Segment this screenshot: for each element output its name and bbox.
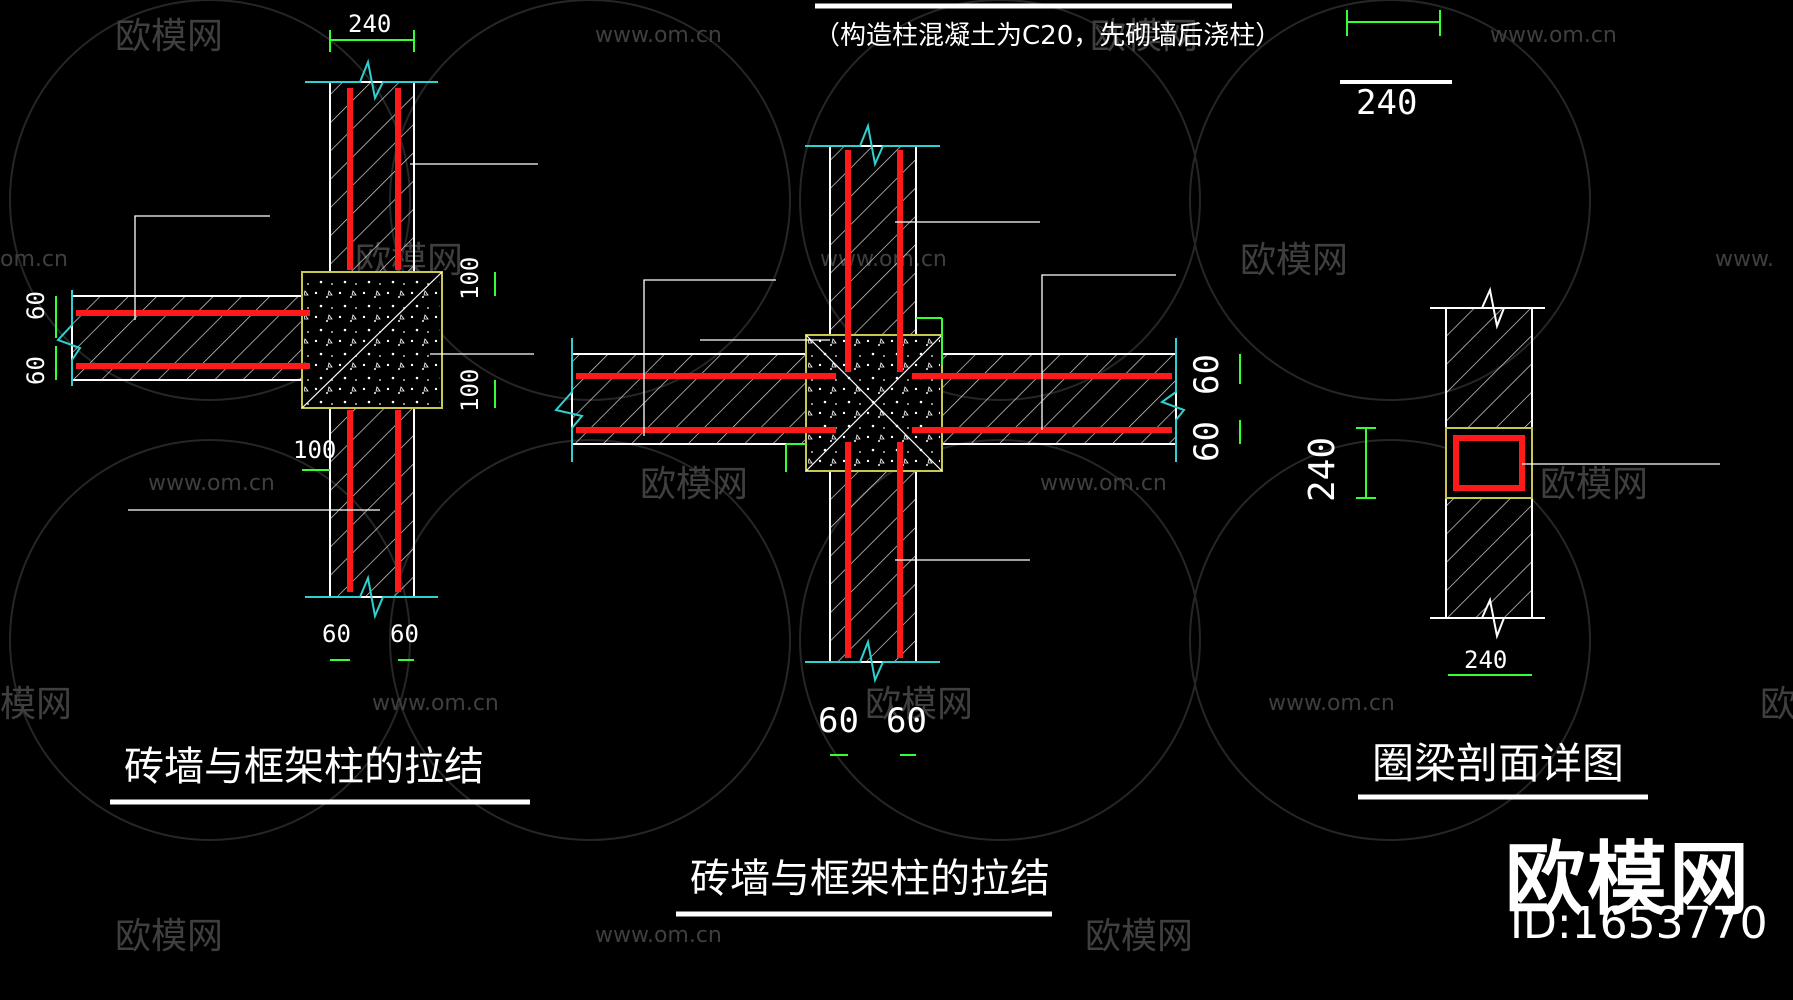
watermark-url: www.om.cn [595,23,722,48]
footer-brand-name: 欧模网 [1505,833,1751,926]
watermark-brand: 欧模网 [1090,16,1198,57]
dim-left-upper: 60 [22,291,50,320]
watermark-brand: 欧 [1760,684,1793,725]
left-junction-drawing: 240 60 60 100 100 100 60 60 砖墙与框架柱的拉结 [22,10,538,805]
dim-foot-a: 60 [322,620,351,648]
top-break-line [305,58,438,102]
watermark-brand: 欧模网 [1240,240,1348,281]
watermark-brand: 欧模网 [640,464,748,505]
dimension-lines [1346,10,1532,676]
watermark-brand: 欧模网 [115,16,223,57]
watermark-url: www.om.cn [1268,691,1395,716]
right-drawing-title: 圈梁剖面详图 [1372,739,1624,788]
dim-right-upper: 60 [1187,354,1227,395]
middle-drawing-title: 砖墙与框架柱的拉结 [690,856,1050,902]
left-break-line [56,290,82,386]
middle-junction-drawing: （构造柱混凝土为C20，先砌墙后浇柱） [554,3,1281,917]
dim-top-240: 240 [1356,83,1417,123]
top-break-line [1430,286,1545,330]
watermark-url: www.om.cn [148,471,275,496]
left-break-line [554,338,584,462]
dim-right-upper: 100 [456,257,484,300]
watermark-url: om.cn [0,247,68,272]
watermark-brand: 模网 [0,684,72,725]
watermark-url: www. [1715,247,1774,272]
watermark-url: www.om.cn [1490,23,1617,48]
dim-right-lower: 100 [456,369,484,412]
rebars [76,88,401,592]
watermark-url: www.om.cn [1040,471,1167,496]
dim-bottom-left: 100 [293,436,336,464]
dim-right-lower: 60 [1187,421,1227,462]
bottom-break-line [1430,596,1545,640]
top-break-line [805,122,940,168]
leader-lines [643,221,1176,561]
watermark-brand: 欧模网 [1540,464,1648,505]
dim-bottom-240: 240 [1464,646,1507,674]
left-drawing-title: 砖墙与框架柱的拉结 [124,744,484,790]
dim-foot-b: 60 [390,620,419,648]
watermark-brand: 欧模网 [865,684,973,725]
dim-foot-b: 60 [886,701,927,741]
watermark-brand: 欧模网 [1085,916,1193,957]
column-diagonal [301,271,443,409]
dim-foot-a: 60 [818,701,859,741]
watermark-url: www.om.cn [595,923,722,948]
dim-left-lower: 60 [22,356,50,385]
watermark-brand: 欧模网 [115,916,223,957]
dim-side-240: 240 [1302,437,1343,502]
ring-beam-section-drawing: 240 240 240 圈梁剖面详图 [1302,10,1720,800]
right-break-line [1159,338,1186,462]
footer-brand-id: ID:1653770 [1510,898,1768,949]
dimension-lines [785,317,1241,756]
dim-top-240: 240 [348,10,391,38]
bottom-break-line [805,638,940,684]
dimension-lines [55,30,496,661]
watermark-url: www.om.cn [372,691,499,716]
bottom-break-line [305,574,438,620]
construction-note: （构造柱混凝土为C20，先砌墙后浇柱） [814,21,1281,51]
leader-lines [128,163,538,511]
ring-beam-stirrup [1453,435,1525,491]
